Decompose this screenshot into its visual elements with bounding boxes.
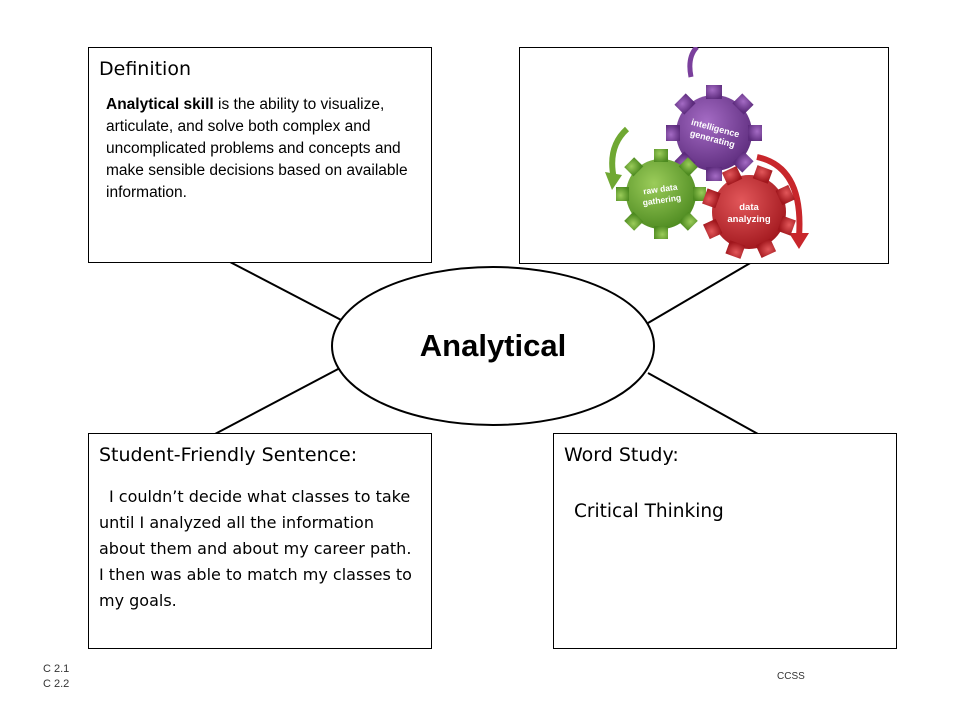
connector-image	[647, 261, 753, 324]
image-box: intelligence generating raw data gatheri…	[519, 46, 889, 264]
center-ellipse	[331, 266, 655, 426]
gear-green-label-1: raw data	[642, 181, 678, 196]
green-arrow	[608, 126, 629, 180]
word-study-title: Word Study:	[564, 444, 679, 466]
definition-title: Definition	[99, 58, 192, 80]
gear-red-label-1: data	[739, 202, 759, 213]
word-study-box: Word Study: Critical Thinking	[553, 433, 897, 649]
sentence-text: I couldn’t decide what classes to take u…	[99, 487, 412, 610]
footer-code-2: C 2.2	[43, 678, 70, 690]
connector-sentence	[214, 367, 341, 435]
definition-body: is the ability to visualize, articulate,…	[106, 96, 408, 201]
sentence-box: Student-Friendly Sentence: I couldn’t de…	[88, 433, 432, 649]
gear-green: raw data gathering	[615, 148, 706, 239]
connector-definition	[229, 261, 346, 323]
word-study-text: Critical Thinking	[574, 501, 724, 522]
purple-arrow	[686, 46, 699, 77]
gears-illustration: intelligence generating raw data gatheri…	[604, 46, 809, 259]
footer-code-1: C 2.1	[43, 663, 70, 675]
gear-red-label-2: analyzing	[727, 214, 770, 225]
connector-word-study	[647, 372, 759, 435]
definition-text: Analytical skill is the ability to visua…	[106, 94, 416, 204]
gear-red: data analyzing	[701, 164, 796, 259]
definition-term: Analytical skill	[106, 96, 214, 113]
center-label: Analytical	[419, 328, 567, 363]
footer-source: CCSS	[777, 671, 805, 682]
sentence-title: Student-Friendly Sentence:	[99, 444, 358, 466]
red-arrow	[755, 153, 802, 237]
green-arrowhead	[604, 171, 622, 190]
definition-box: Definition Analytical skill is the abili…	[88, 47, 432, 263]
red-arrowhead	[788, 232, 809, 249]
